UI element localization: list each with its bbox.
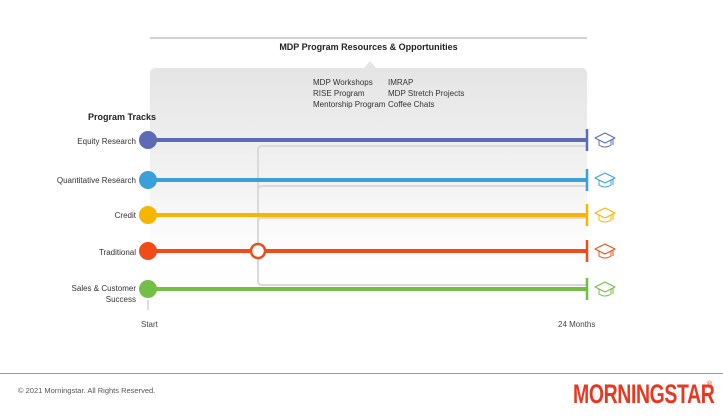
- resources-column-2: IMRAP MDP Stretch Projects Coffee Chats: [388, 77, 464, 110]
- resource-item: Mentorship Program: [313, 100, 386, 109]
- resource-item: IMRAP: [388, 78, 414, 87]
- track-1: [139, 169, 616, 191]
- cap-board: [594, 243, 616, 255]
- copyright-text: © 2021 Morningstar. All Rights Reserved.: [18, 386, 156, 395]
- cap-base: [598, 289, 612, 297]
- connector-line-outer: [257, 145, 587, 251]
- graduation-cap-icon: [594, 132, 616, 148]
- graduation-cap-icon: [594, 243, 616, 259]
- track-label-quantitative-research: Quantitative Research: [56, 176, 136, 185]
- resources-title: MDP Program Resources & Opportunities: [279, 42, 458, 52]
- logo-wordmark: MORNINGSTAR: [573, 379, 715, 409]
- track-label-equity-research: Equity Research: [77, 137, 136, 146]
- track-start-dot: [139, 242, 157, 260]
- connector-line-credit: [257, 217, 587, 251]
- cap-board: [594, 207, 616, 219]
- resource-item: MDP Stretch Projects: [388, 89, 465, 98]
- cap-board: [594, 132, 616, 144]
- resources-column-1: MDP Workshops RISE Program Mentorship Pr…: [313, 77, 385, 110]
- track-label-sales-customer-success: Sales & Customer Success: [72, 283, 136, 305]
- track-label-credit: Credit: [114, 211, 136, 220]
- cap-board: [594, 281, 616, 293]
- graduation-cap-icon: [594, 281, 616, 297]
- connector-line-mid: [257, 185, 587, 251]
- cap-base: [598, 140, 612, 148]
- traditional-milestone-ring: [249, 242, 267, 260]
- resource-item: MDP Workshops: [313, 78, 373, 87]
- cap-base: [598, 251, 612, 259]
- program-tracks-heading: Program Tracks: [88, 112, 157, 122]
- cap-base: [598, 215, 612, 223]
- morningstar-logo: MORNINGSTAR ®: [573, 379, 715, 411]
- track-label-traditional: Traditional: [98, 248, 136, 257]
- connector-lines: [257, 145, 587, 286]
- axis-end-label: 24 Months: [558, 320, 596, 329]
- track-2: [139, 204, 616, 226]
- axis-start-label: Start: [141, 320, 158, 329]
- track-4: [139, 278, 616, 300]
- logo-registered-mark: ®: [707, 381, 713, 388]
- cap-board: [594, 172, 616, 184]
- resource-item: RISE Program: [313, 89, 365, 98]
- track-label-line: Sales & Customer: [71, 284, 136, 293]
- track-start-dot: [139, 206, 157, 224]
- track-0: [139, 129, 616, 151]
- track-start-dot: [139, 171, 157, 189]
- track-start-dot: [139, 131, 157, 149]
- footer-rule: [0, 373, 723, 374]
- resource-item: Coffee Chats: [388, 100, 435, 109]
- graduation-cap-icon: [594, 172, 616, 188]
- cap-base: [598, 180, 612, 188]
- connector-line-sales: [257, 251, 587, 286]
- track-label-line: Success: [105, 295, 136, 304]
- track-start-dot: [139, 280, 157, 298]
- graduation-cap-icon: [594, 207, 616, 223]
- track-3: [139, 240, 616, 262]
